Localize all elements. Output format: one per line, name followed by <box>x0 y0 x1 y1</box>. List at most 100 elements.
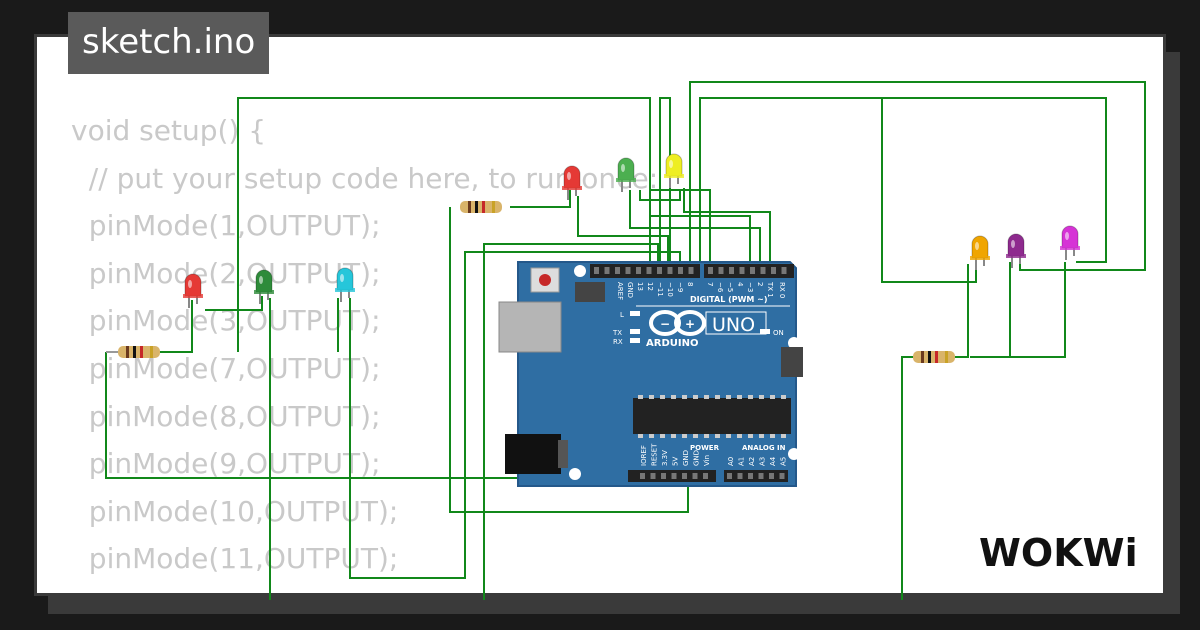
board-model: UNO <box>712 314 755 336</box>
header-pin[interactable] <box>615 267 620 274</box>
resistor-left[interactable] <box>106 346 160 358</box>
header-pin[interactable] <box>661 473 666 479</box>
digital-pin-label: ~3 <box>746 282 754 292</box>
header-pin[interactable] <box>692 473 698 479</box>
digital-pin-label: GND <box>626 282 634 298</box>
header-pin[interactable] <box>771 267 776 274</box>
led-purple-right[interactable] <box>1006 233 1026 268</box>
wire <box>349 251 681 579</box>
power-pin-label: IOREF <box>640 445 648 466</box>
microcontroller-chip <box>633 398 791 434</box>
wire <box>160 300 193 353</box>
header-pin[interactable] <box>739 267 745 274</box>
chip-leg <box>638 395 643 399</box>
chip-leg <box>715 395 720 399</box>
led-magenta-right[interactable] <box>1060 225 1080 260</box>
header-pin[interactable] <box>636 267 641 274</box>
chip-leg <box>649 434 654 438</box>
board-brand: ARDUINO <box>646 338 698 349</box>
header-pin[interactable] <box>640 473 645 479</box>
header-pin[interactable] <box>678 267 683 274</box>
chip-leg <box>759 434 764 438</box>
header-pin[interactable] <box>718 267 724 274</box>
resistor-right[interactable] <box>913 351 955 363</box>
header-pin[interactable] <box>682 473 687 479</box>
digital-pin-label: 4 <box>736 282 744 287</box>
header-pin[interactable] <box>703 473 708 479</box>
header-pin[interactable] <box>779 473 785 479</box>
header-pin[interactable] <box>748 473 753 479</box>
header-pin[interactable] <box>760 267 766 274</box>
digital-pin-label: ~11 <box>656 282 664 297</box>
header-pin[interactable] <box>688 267 694 274</box>
header-pin[interactable] <box>667 267 673 274</box>
digital-pin-label: ~6 <box>716 282 724 293</box>
chip-leg <box>704 434 709 438</box>
header-pin[interactable] <box>769 473 774 479</box>
digital-pin-label: 13 <box>636 282 644 291</box>
digital-pin-label: ~5 <box>726 282 734 292</box>
header-pin[interactable] <box>671 473 677 479</box>
digital-pin-label: ~10 <box>666 282 674 297</box>
analog-pin-label: A1 <box>738 457 746 466</box>
led-green-top[interactable] <box>616 157 636 192</box>
wire <box>649 189 751 270</box>
led-yellow-top[interactable] <box>664 153 684 188</box>
header-pin[interactable] <box>781 267 787 274</box>
chip-leg <box>715 434 720 438</box>
resistor-top[interactable] <box>460 201 502 213</box>
digital-pin-label: 7 <box>706 282 714 286</box>
code-line: pinMode(11,OUTPUT); <box>71 542 399 576</box>
chip-leg <box>737 434 742 438</box>
led-red-left[interactable] <box>183 273 203 308</box>
digital-pin-label: 12 <box>646 282 654 291</box>
led-green-left[interactable] <box>254 269 274 304</box>
chip-leg <box>726 434 731 438</box>
wire <box>689 81 1146 271</box>
chip-leg <box>726 395 731 399</box>
digital-label: DIGITAL (PWM ~) <box>690 295 768 304</box>
l-label: L <box>620 311 624 319</box>
header-pin[interactable] <box>657 267 662 274</box>
header-pin[interactable] <box>594 267 599 274</box>
code-line: pinMode(12,OUTPUT); <box>71 583 658 593</box>
header-pin[interactable] <box>650 473 656 479</box>
wire <box>237 97 651 352</box>
led-red-top[interactable] <box>562 165 582 200</box>
power-label: POWER <box>690 444 720 452</box>
header-pin[interactable] <box>750 267 755 274</box>
chip-leg <box>660 395 665 399</box>
header-pin[interactable] <box>727 473 732 479</box>
digital-pin-label: 8 <box>686 282 694 286</box>
power-pin-label: GND <box>693 450 701 466</box>
power-pin-label: RESET <box>651 443 659 466</box>
chip-leg <box>649 395 654 399</box>
svg-text:+: + <box>685 317 695 331</box>
file-tab[interactable]: sketch.ino <box>68 12 270 74</box>
chip-leg <box>781 434 786 438</box>
wire <box>510 190 571 208</box>
wires <box>105 81 1146 600</box>
header-pin[interactable] <box>758 473 764 479</box>
analog-header <box>724 470 788 482</box>
wire <box>955 264 969 358</box>
chip-leg <box>660 434 665 438</box>
header-pin[interactable] <box>729 267 734 274</box>
header-pin[interactable] <box>646 267 652 274</box>
chip-leg <box>693 434 698 438</box>
header-pin[interactable] <box>604 267 610 274</box>
header-pin[interactable] <box>708 267 713 274</box>
digital-pin-label: AREF <box>616 282 624 300</box>
header-pin[interactable] <box>737 473 743 479</box>
analog-pin-label: A3 <box>759 457 767 466</box>
header-pin[interactable] <box>625 267 631 274</box>
chip-leg <box>671 434 676 438</box>
led-cyan-left[interactable] <box>335 267 355 302</box>
analog-pin-label: A5 <box>780 457 788 466</box>
arduino-logo: − + <box>649 310 706 336</box>
chip-leg <box>737 395 742 399</box>
chip-leg <box>781 395 786 399</box>
led-orange-right[interactable] <box>970 235 990 270</box>
